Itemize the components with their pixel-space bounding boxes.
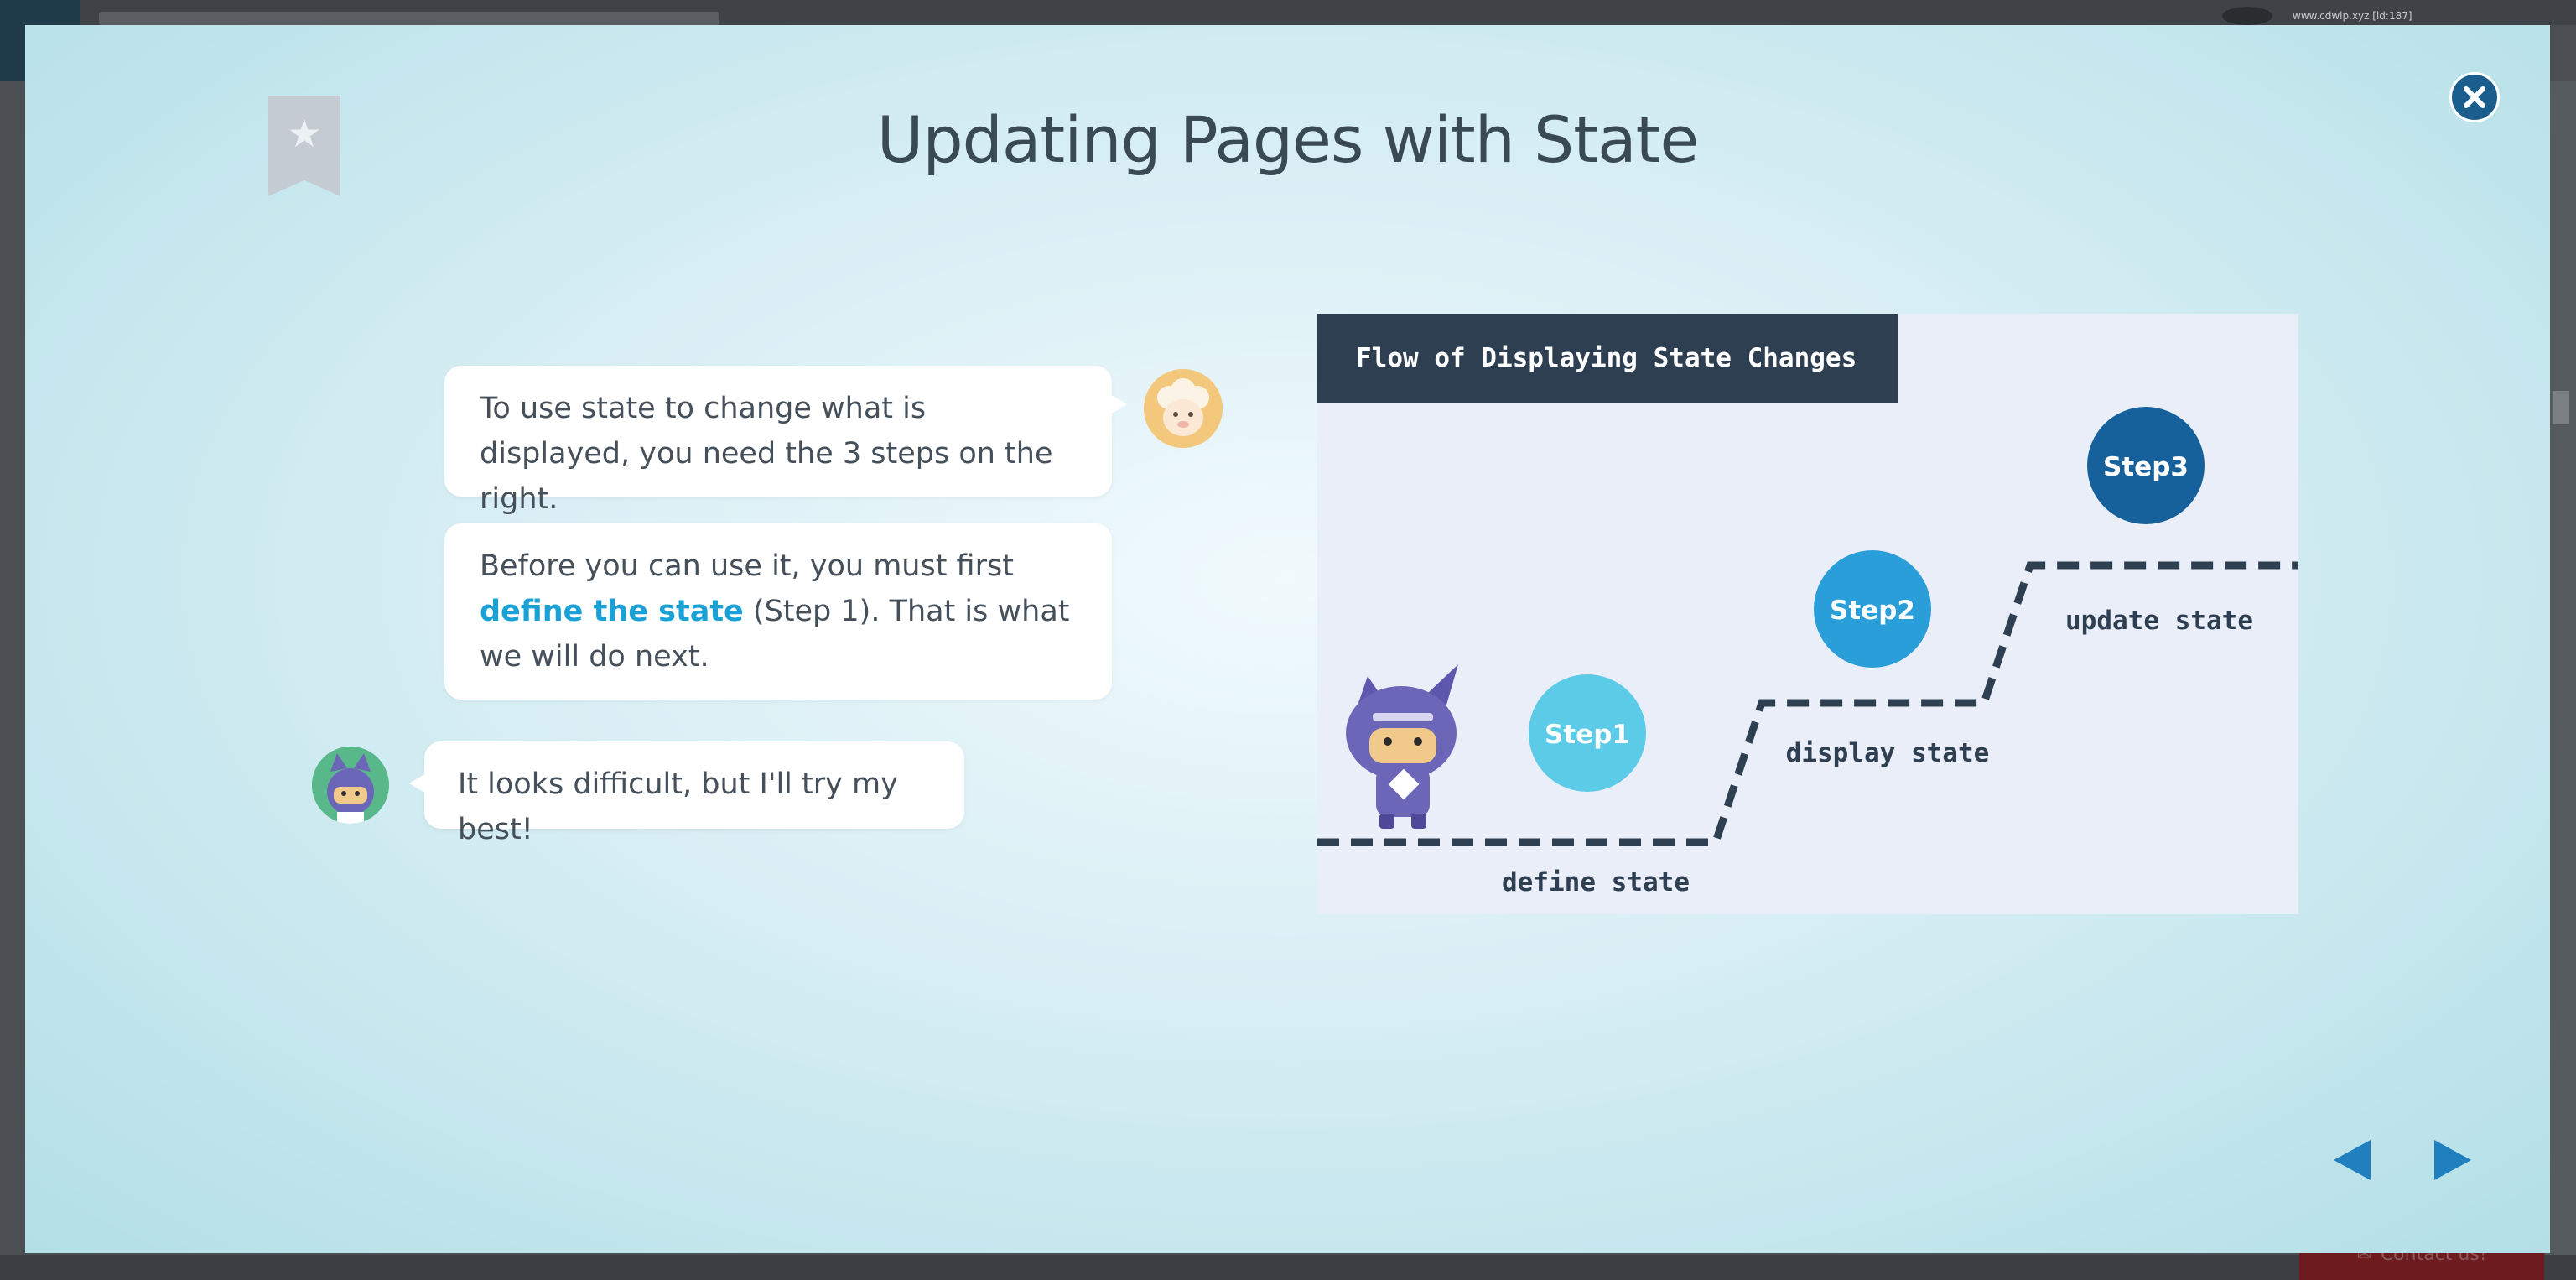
bubble-text: (Step 1). That is what we will do next. bbox=[480, 595, 1070, 674]
step1-label: define state bbox=[1502, 867, 1690, 898]
step2-badge-text: Step2 bbox=[1830, 596, 1915, 626]
speech-bubble: Before you can use it, you must first de… bbox=[444, 523, 1112, 700]
state-flow-diagram: Step1 Step2 Step3 define state display s… bbox=[1317, 314, 2298, 914]
page-title: Updating Pages with State bbox=[876, 102, 1699, 177]
triangle-left-icon bbox=[2334, 1140, 2371, 1180]
diagram-canvas: Step1 Step2 Step3 define state display s… bbox=[1317, 407, 2298, 898]
background-search-bar bbox=[99, 12, 719, 25]
step3-badge bbox=[2087, 407, 2205, 524]
step1-badge-text: Step1 bbox=[1545, 720, 1630, 750]
triangle-right-icon bbox=[2434, 1140, 2471, 1180]
step2-label: display state bbox=[1786, 738, 1990, 768]
ninja-character-icon bbox=[1346, 664, 1458, 829]
diagram-title: Flow of Displaying State Changes bbox=[1317, 314, 1898, 403]
bookmark-star-icon: ★ bbox=[287, 111, 322, 156]
bubble-text: To use state to change what is displayed… bbox=[480, 392, 1053, 516]
step3-badge-text: Step3 bbox=[2103, 452, 2189, 482]
step3-label: update state bbox=[2065, 606, 2253, 636]
sheep-icon bbox=[1144, 369, 1223, 448]
step1-badge bbox=[1529, 674, 1646, 792]
bubble-text: Before you can use it, you must first bbox=[480, 549, 1014, 583]
bubble-text: It looks difficult, but I'll try my best… bbox=[458, 767, 898, 846]
staircase-path bbox=[1317, 561, 2298, 846]
sheep-avatar bbox=[1144, 369, 1223, 448]
background-scroll-thumb bbox=[2553, 391, 2569, 424]
ninja-cat-icon bbox=[312, 747, 389, 824]
speech-bubble: It looks difficult, but I'll try my best… bbox=[409, 741, 964, 846]
bookmark-button[interactable]: ★ bbox=[268, 96, 340, 196]
background-footer bbox=[0, 1255, 2576, 1280]
close-button[interactable] bbox=[2449, 72, 2500, 122]
background-scrollbar bbox=[2546, 81, 2576, 1255]
speech-bubble: To use state to change what is displayed… bbox=[444, 366, 1127, 516]
previous-page-button[interactable] bbox=[2327, 1131, 2377, 1189]
ninja-avatar bbox=[312, 747, 389, 824]
step2-badge bbox=[1814, 550, 1931, 668]
background-url-text: www.cdwlp.xyz [id:187] bbox=[2293, 10, 2412, 22]
background-avatar bbox=[2222, 7, 2272, 25]
close-icon bbox=[2464, 86, 2485, 108]
lesson-modal: ★ Updating Pages with State To use state… bbox=[25, 25, 2550, 1253]
highlighted-term: define the state bbox=[480, 595, 744, 628]
next-page-button[interactable] bbox=[2428, 1131, 2478, 1189]
